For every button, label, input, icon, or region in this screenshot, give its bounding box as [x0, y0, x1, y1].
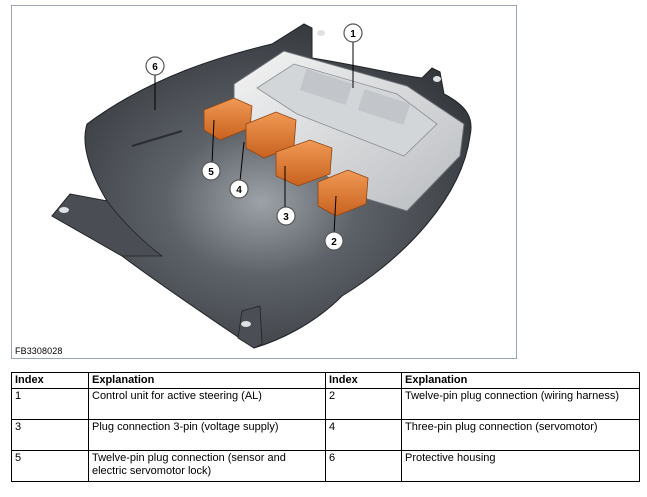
- index-cell: 2: [325, 388, 402, 420]
- header-index: Index: [11, 372, 89, 389]
- callout-2: 2: [324, 231, 344, 251]
- table-row: 1 Control unit for active steering (AL) …: [11, 388, 640, 420]
- svg-text:3: 3: [283, 212, 289, 223]
- callout-6: 6: [145, 56, 165, 76]
- callout-3: 3: [276, 206, 296, 226]
- callout-4: 4: [229, 179, 249, 199]
- callout-5: 5: [201, 161, 221, 181]
- header-index: Index: [325, 372, 402, 389]
- explanation-cell: Control unit for active steering (AL): [88, 388, 326, 420]
- index-cell: 4: [325, 419, 402, 451]
- header-explanation: Explanation: [401, 372, 640, 389]
- explanation-cell: Twelve-pin plug connection (sensor and e…: [88, 450, 326, 482]
- explanation-cell: Twelve-pin plug connection (wiring harne…: [401, 388, 640, 420]
- component-illustration: 1 2 3 4 5 6 FB3308028: [11, 5, 517, 359]
- svg-text:1: 1: [350, 29, 356, 40]
- table-row: 5 Twelve-pin plug connection (sensor and…: [11, 450, 640, 482]
- index-cell: 5: [11, 450, 89, 482]
- control-unit-drawing: 1 2 3 4 5 6: [51, 23, 472, 349]
- explanation-cell: Protective housing: [401, 450, 640, 482]
- explanation-cell: Plug connection 3-pin (voltage supply): [88, 419, 326, 451]
- svg-text:6: 6: [152, 62, 158, 73]
- legend-table: Index Explanation Index Explanation 1 Co…: [11, 372, 640, 482]
- index-cell: 3: [11, 419, 89, 451]
- plug-connectors: [203, 97, 369, 217]
- svg-text:4: 4: [236, 185, 242, 196]
- header-explanation: Explanation: [88, 372, 326, 389]
- control-unit: [233, 50, 465, 212]
- figure-code: FB3308028: [15, 346, 63, 356]
- leader-lines: [154, 40, 354, 235]
- table-header-row: Index Explanation Index Explanation: [11, 372, 640, 389]
- table-row: 3 Plug connection 3-pin (voltage supply)…: [11, 419, 640, 451]
- svg-text:5: 5: [208, 167, 214, 178]
- callout-1: 1: [343, 23, 363, 43]
- index-cell: 1: [11, 388, 89, 420]
- svg-text:2: 2: [331, 237, 337, 248]
- index-cell: 6: [325, 450, 402, 482]
- explanation-cell: Three-pin plug connection (servomotor): [401, 419, 640, 451]
